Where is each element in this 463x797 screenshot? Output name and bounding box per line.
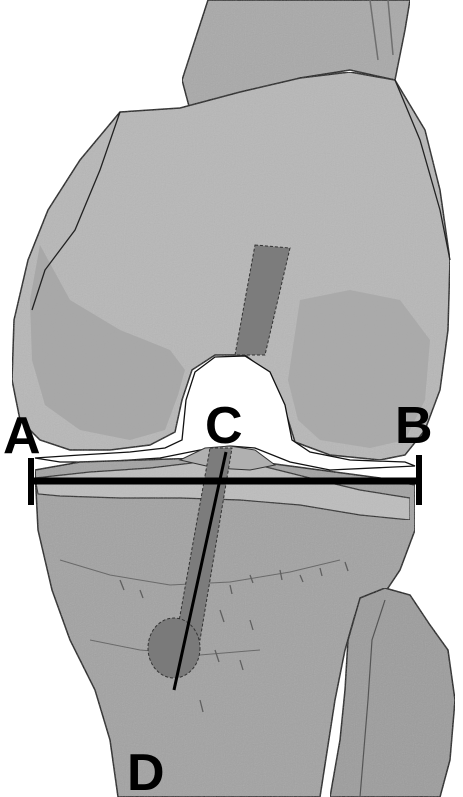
- label-d: D: [127, 744, 165, 797]
- label-a: A: [3, 407, 41, 465]
- label-c: C: [205, 397, 243, 455]
- label-b: B: [395, 397, 433, 455]
- tibial-canal-bulb: [148, 618, 200, 678]
